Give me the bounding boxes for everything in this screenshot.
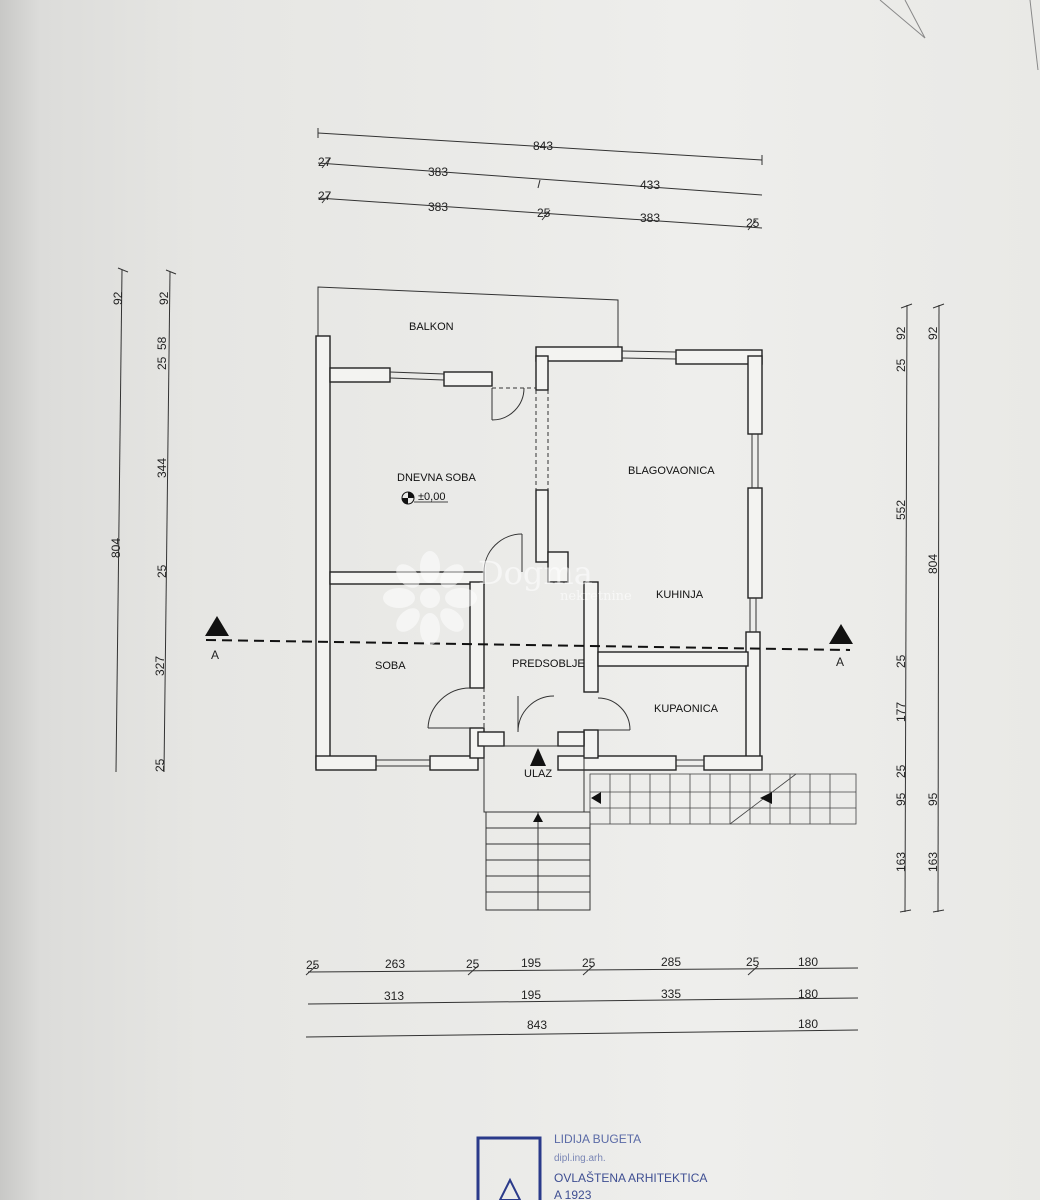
dim-bottom-r1-7: 180 bbox=[798, 955, 818, 969]
dim-bottom-r2-0: 313 bbox=[384, 989, 404, 1003]
dim-right-inner-5: 25 bbox=[894, 764, 908, 778]
room-label-dnevna-soba: DNEVNA SOBA bbox=[397, 472, 477, 484]
dim-top-r3-a: 27 bbox=[318, 189, 332, 203]
section-line bbox=[205, 616, 853, 651]
balcony-outline bbox=[317, 286, 619, 350]
dim-right-inner-0: 25 bbox=[894, 358, 908, 372]
stamp-name: LIDIJA BUGETA bbox=[554, 1132, 641, 1146]
architect-stamp bbox=[476, 1136, 542, 1200]
dim-right-inner-7: 163 bbox=[894, 852, 908, 872]
dims-left-labels: 92 804 92 25 58 344 25 327 25 bbox=[109, 291, 171, 772]
dim-top-r3-c: 25 bbox=[537, 206, 551, 220]
section-marker-left: A bbox=[211, 648, 219, 662]
dimensions-left bbox=[115, 267, 177, 773]
dim-right-outer-1: 804 bbox=[926, 554, 940, 574]
side-stairs bbox=[589, 773, 857, 825]
direction-arrows bbox=[530, 748, 772, 822]
watermark-sub: nekretnine bbox=[560, 589, 632, 604]
dim-top-total: 843 bbox=[533, 139, 553, 153]
dim-bottom-r2-1: 195 bbox=[521, 988, 541, 1002]
room-label-blagovaonica: BLAGOVAONICA bbox=[628, 465, 715, 477]
dim-bottom-r3-1: 180 bbox=[798, 1017, 818, 1031]
dim-top-r2-c: 433 bbox=[640, 178, 660, 192]
dim-right-inner-1: 92 bbox=[894, 326, 908, 340]
stamp-number: A 1923 bbox=[554, 1188, 592, 1200]
dim-left-outer-top: 92 bbox=[111, 291, 125, 305]
dim-top-r2-b: 383 bbox=[428, 165, 448, 179]
room-label-kupaonica: KUPAONICA bbox=[654, 703, 719, 715]
dim-bottom-r2-2: 335 bbox=[661, 987, 681, 1001]
dim-right-inner-4: 177 bbox=[894, 702, 908, 722]
dim-left-inner-0: 92 bbox=[157, 291, 171, 305]
dim-bottom-r2-3: 180 bbox=[798, 987, 818, 1001]
dim-left-outer-total: 804 bbox=[109, 538, 123, 558]
dim-left-inner-2: 58 bbox=[155, 336, 169, 350]
dim-bottom-r3-0: 843 bbox=[527, 1018, 547, 1032]
dim-left-inner-1: 25 bbox=[155, 356, 169, 370]
room-label-ulaz: ULAZ bbox=[524, 768, 552, 780]
dim-bottom-r1-4: 25 bbox=[582, 956, 596, 970]
section-marker-right: A bbox=[836, 655, 844, 669]
dim-right-inner-2: 552 bbox=[894, 500, 908, 520]
dimensions-right bbox=[899, 303, 945, 913]
stamp-role: OVLAŠTENA ARHITEKTICA bbox=[554, 1170, 707, 1185]
dim-right-outer-0: 92 bbox=[926, 326, 940, 340]
dim-top-r3-d: 383 bbox=[640, 211, 660, 225]
dim-top-r3-e: 25 bbox=[746, 216, 760, 230]
dim-right-outer-3: 163 bbox=[926, 852, 940, 872]
dimensions-top bbox=[317, 128, 763, 231]
stamp-title: dipl.ing.arh. bbox=[554, 1153, 606, 1164]
dim-bottom-r1-2: 25 bbox=[466, 957, 480, 971]
room-label-balkon: BALKON bbox=[409, 321, 454, 333]
dim-right-outer-2: 95 bbox=[926, 792, 940, 806]
corner-lines bbox=[879, 0, 1039, 71]
dimensions-bottom bbox=[305, 965, 859, 1038]
windows bbox=[376, 350, 759, 767]
level-marker-icon bbox=[401, 491, 448, 505]
dim-bottom-r1-0: 25 bbox=[306, 958, 320, 972]
dim-bottom-r1-1: 263 bbox=[385, 957, 405, 971]
dim-right-inner-6: 95 bbox=[894, 792, 908, 806]
room-label-predsoblje: PREDSOBLJE bbox=[512, 658, 585, 670]
dim-bottom-r1-3: 195 bbox=[521, 956, 541, 970]
dim-top-r3-b: 383 bbox=[428, 200, 448, 214]
doors bbox=[427, 387, 631, 733]
dim-bottom-r1-6: 25 bbox=[746, 955, 760, 969]
dim-left-inner-6: 25 bbox=[153, 758, 167, 772]
level-label: ±0,00 bbox=[418, 491, 445, 503]
entry-landing bbox=[483, 745, 591, 911]
dim-top-r2-a: 27 bbox=[318, 155, 332, 169]
walls bbox=[315, 335, 763, 771]
room-label-soba: SOBA bbox=[375, 660, 406, 672]
room-label-kuhinja: KUHINJA bbox=[656, 589, 704, 601]
dim-bottom-r1-5: 285 bbox=[661, 955, 681, 969]
dim-right-inner-3: 25 bbox=[894, 654, 908, 668]
dim-left-inner-4: 25 bbox=[155, 564, 169, 578]
watermark-logo-icon bbox=[383, 551, 477, 645]
watermark-brand: Dogma bbox=[478, 554, 593, 592]
dim-left-inner-5: 327 bbox=[153, 656, 167, 676]
dims-right-labels: 25 92 552 25 177 25 95 163 92 804 95 163 bbox=[894, 326, 940, 872]
dim-left-inner-3: 344 bbox=[155, 458, 169, 478]
